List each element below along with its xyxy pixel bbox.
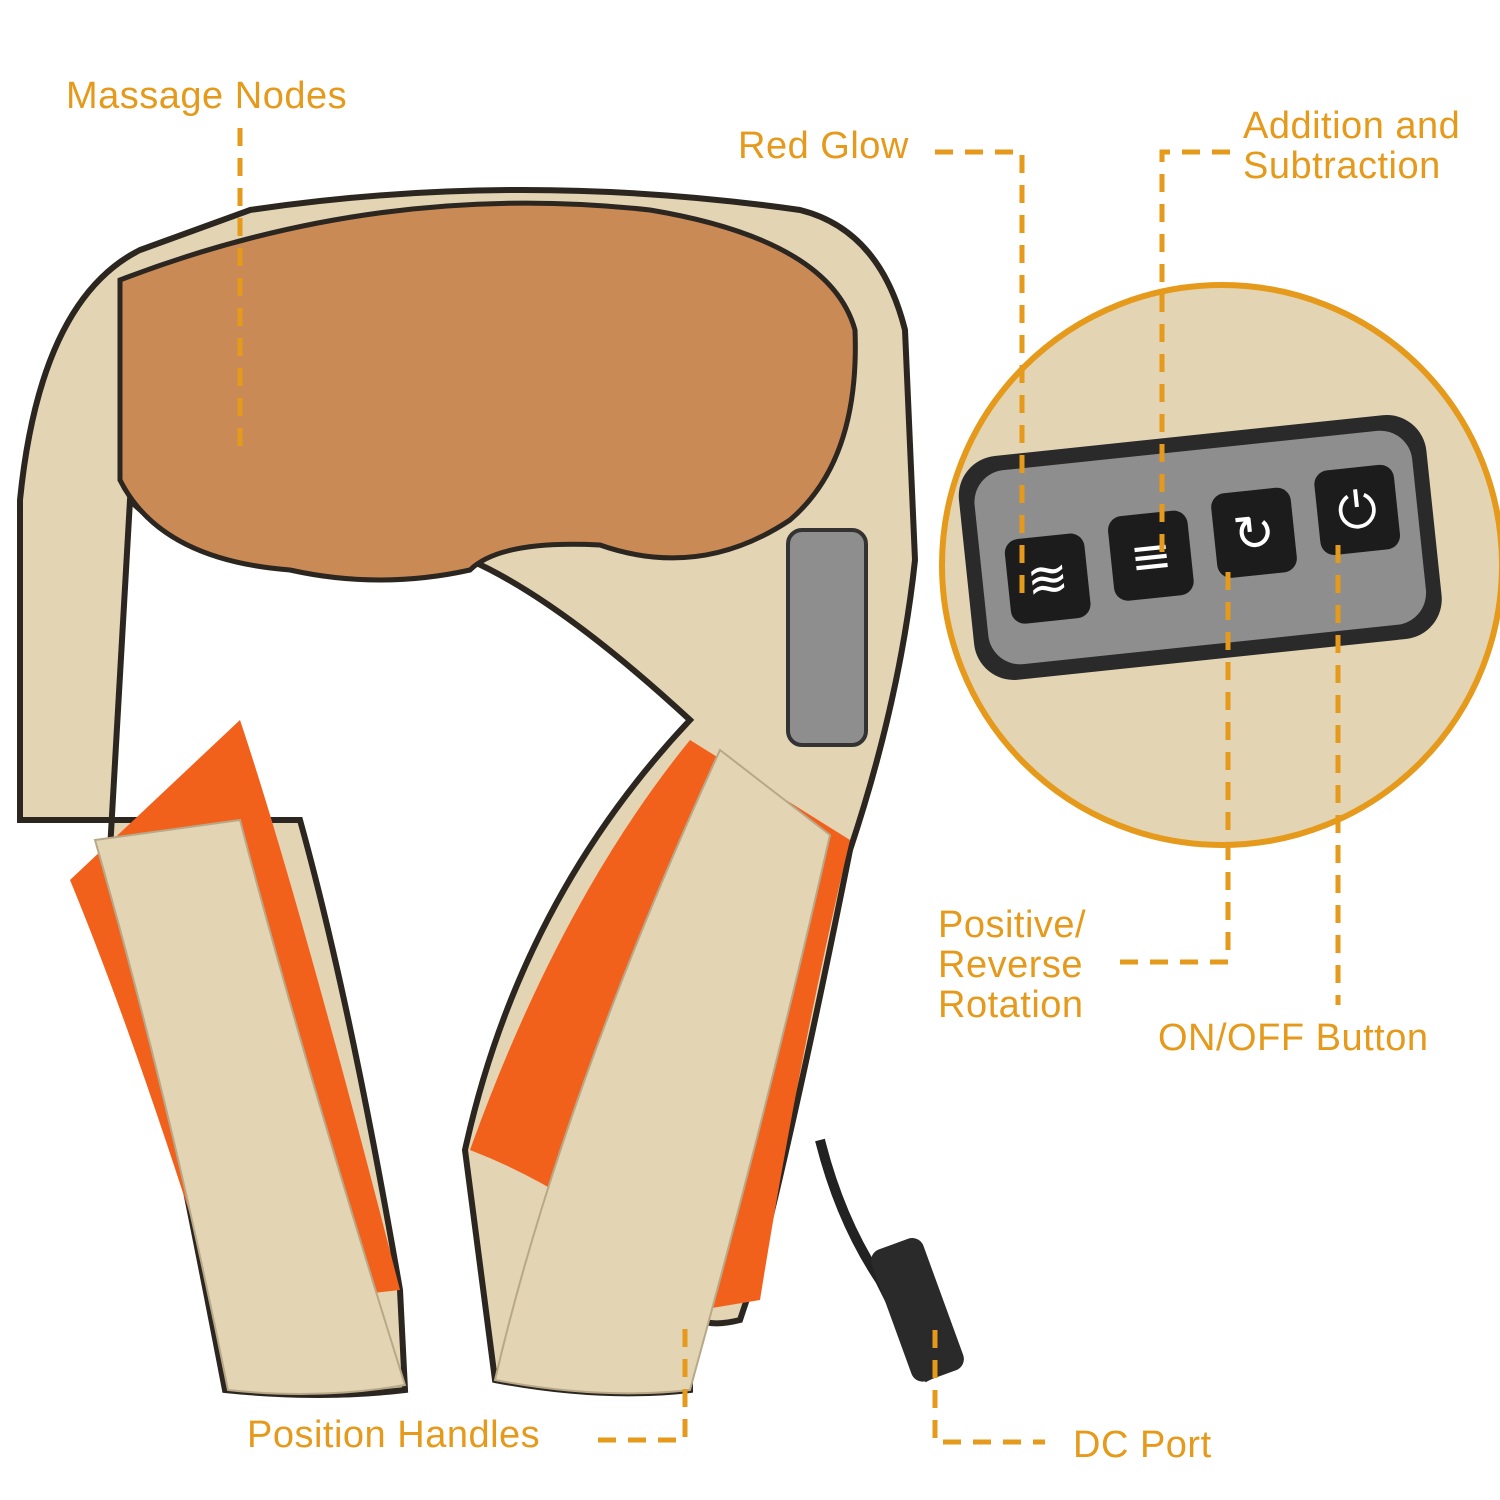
power-icon [1314, 464, 1401, 555]
rotation-icon [1211, 487, 1297, 578]
leader-rotation [1120, 560, 1231, 965]
speed-level-icon [1108, 510, 1194, 601]
svg-text:≡: ≡ [1127, 525, 1175, 587]
leader-addition-subtraction [1159, 149, 1230, 560]
label-rotation-line3: Rotation [938, 984, 1084, 1026]
label-addition-line1: Addition and [1243, 105, 1461, 147]
label-red-glow: Red Glow [738, 125, 909, 167]
label-rotation-line2: Reverse [938, 944, 1083, 986]
svg-text:⏻: ⏻ [1335, 479, 1380, 541]
left-handle [93, 818, 407, 1395]
mesh-massage-area [117, 200, 858, 583]
dc-plug [871, 1238, 964, 1382]
label-position-handles: Position Handles [247, 1414, 541, 1456]
leader-dc-port [932, 1330, 1045, 1445]
right-handle [493, 748, 832, 1395]
small-control-panel [786, 528, 868, 747]
leader-lines [237, 128, 1341, 1445]
label-on-off: ON/OFF Button [1158, 1017, 1429, 1059]
massager-body [17, 187, 964, 1398]
svg-text:↻: ↻ [1230, 502, 1278, 564]
control-panel-zoom: ≋ ≡ ↻ ⏻ [939, 282, 1500, 848]
leader-position-handles [598, 1320, 688, 1443]
label-dc-port: DC Port [1073, 1424, 1212, 1466]
label-rotation-line1: Positive/ [938, 904, 1087, 946]
label-massage-nodes: Massage Nodes [66, 75, 348, 117]
label-addition-line2: Subtraction [1243, 145, 1441, 187]
svg-text:≋: ≋ [1024, 548, 1072, 610]
heat-waves-icon [1004, 533, 1091, 624]
